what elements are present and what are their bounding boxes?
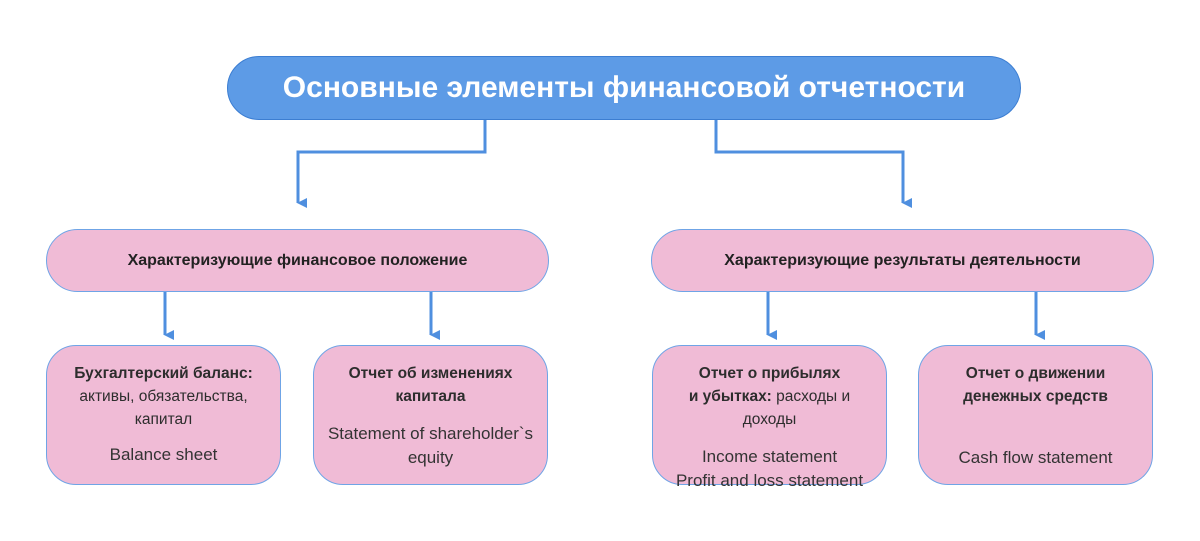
- category-label: Характеризующие результаты деятельности: [724, 251, 1081, 269]
- card-title: Отчет об изменениях: [348, 365, 513, 382]
- card-cash-flow: Отчет о движении денежных средств Cash f…: [918, 345, 1153, 485]
- root-title: Основные элементы финансовой отчетности: [282, 71, 966, 104]
- card-english: Profit and loss statement: [675, 471, 864, 490]
- card-title: капитала: [395, 388, 466, 405]
- card-english: Statement of shareholder`s: [327, 424, 534, 443]
- root-to-left-arrow: [296, 120, 487, 208]
- root-to-right-arrow: [714, 120, 912, 208]
- card-equity-changes: Отчет об изменениях капитала Statement o…: [313, 345, 548, 485]
- card-title: Отчет о движении: [965, 365, 1106, 382]
- card-title: Бухгалтерский баланс:: [74, 365, 253, 382]
- card-english: Cash flow statement: [958, 448, 1113, 467]
- card-profit-loss: Отчет о прибылях и убытках: расходы и до…: [652, 345, 887, 490]
- card-english: Income statement: [701, 447, 838, 466]
- card-detail: активы, обязательства,: [79, 388, 248, 405]
- category-label: Характеризующие финансовое положение: [127, 251, 468, 269]
- card-detail: расходы и доходы: [742, 388, 851, 428]
- root-title-box: Основные элементы финансовой отчетности: [227, 56, 1021, 120]
- card-balance-sheet: Бухгалтерский баланс: активы, обязательс…: [46, 345, 281, 485]
- card-title: Отчет о прибылях: [698, 365, 841, 382]
- card-english: Balance sheet: [109, 445, 218, 464]
- card-english: equity: [407, 448, 454, 467]
- card-title: денежных средств: [963, 388, 1108, 405]
- category-performance-results: Характеризующие результаты деятельности: [651, 229, 1154, 292]
- card-detail: капитал: [134, 411, 193, 428]
- card-title: и убытках:: [688, 388, 772, 405]
- category-financial-position: Характеризующие финансовое положение: [46, 229, 549, 292]
